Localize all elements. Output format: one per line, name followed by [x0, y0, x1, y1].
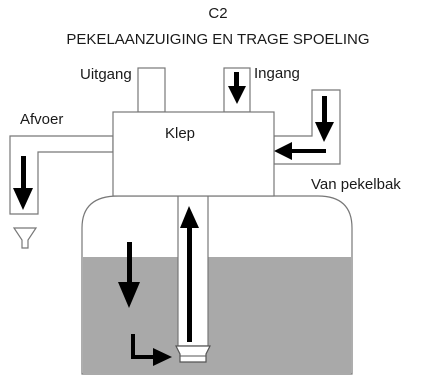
tank-water-fill [83, 257, 351, 373]
outlet-pipe [137, 67, 166, 113]
diagram-code: C2 [208, 5, 227, 22]
outlet-label: Uitgang [80, 66, 132, 83]
diagram-title: PEKELAANZUIGING EN TRAGE SPOELING [66, 31, 369, 48]
riser-upflow-arrow [180, 206, 199, 342]
inlet-label: Ingang [254, 65, 300, 82]
distributor-basket [175, 345, 211, 363]
brine-tank-label: Van pekelbak [311, 176, 401, 193]
valve-label: Klep [165, 125, 195, 142]
drain-flow-arrow [13, 156, 33, 210]
distributor-inflow-arrow [131, 334, 172, 366]
brine-flow-arrow [274, 96, 334, 160]
drain-label: Afvoer [20, 111, 63, 128]
drain-funnel [12, 227, 38, 249]
tank-downflow-arrow [118, 242, 140, 308]
valve-body [112, 111, 275, 197]
tank [81, 195, 353, 375]
inlet-flow-arrow [228, 72, 246, 104]
